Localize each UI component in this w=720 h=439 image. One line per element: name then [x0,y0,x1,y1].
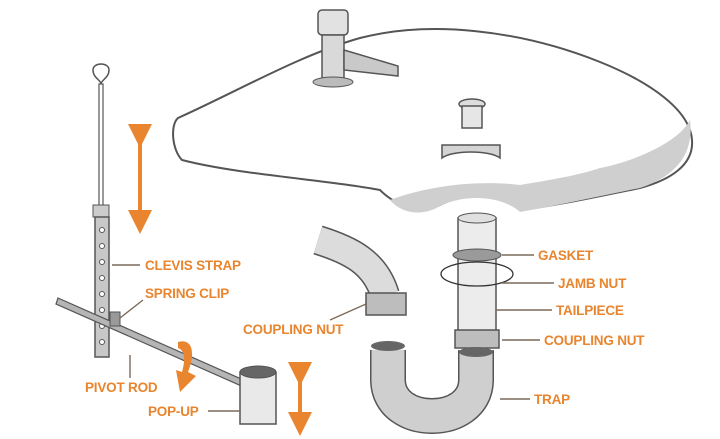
label-coupling-nut-right: COUPLING NUT [544,333,645,348]
rotate-arrow-icon [176,341,196,392]
label-pivot-rod: PIVOT ROD [85,380,158,395]
clevis-strap [92,204,110,358]
label-tailpiece: TAILPIECE [556,303,624,318]
label-jamb-nut: JAMB NUT [558,276,627,291]
label-coupling-nut-left: COUPLING NUT [243,322,344,337]
label-pop-up: POP-UP [148,404,199,419]
drain-flange [441,144,501,160]
jamb-nut [440,261,514,287]
drain-arm-pipe [313,225,407,316]
tailpiece-assembly [440,212,514,349]
pivot-rod [55,297,249,389]
label-trap: TRAP [534,392,570,407]
sink-basin [172,28,694,213]
spring-clip [109,311,121,327]
label-clevis-strap: CLEVIS STRAP [145,258,241,273]
drain-stopper [458,98,486,129]
p-trap [370,341,494,434]
leader-lines [112,254,554,412]
pop-up-stopper [239,365,277,425]
gasket [452,248,502,262]
coupling-nut [454,329,500,349]
faucet [312,9,399,88]
label-spring-clip: SPRING CLIP [145,286,229,301]
label-gasket: GASKET [538,248,594,263]
lift-rod [92,63,110,215]
